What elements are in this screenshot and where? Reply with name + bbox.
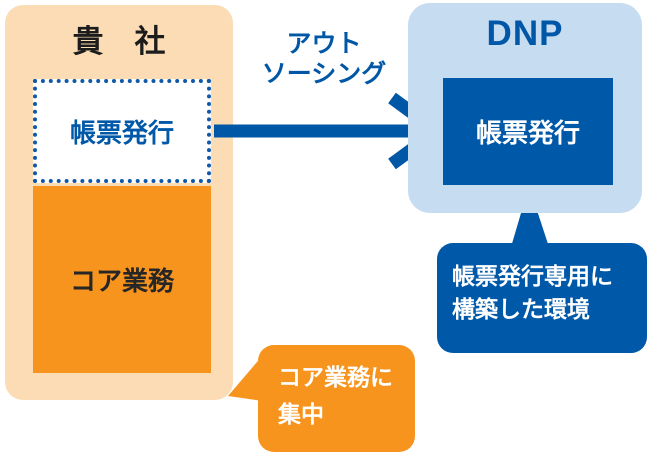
environment-callout-line2: 構築した環境: [452, 296, 590, 322]
forms-issuance-box-dnp: 帳票発行: [443, 78, 613, 185]
core-focus-callout-line2: 集中: [278, 401, 324, 427]
dnp-panel-title: DNP: [486, 14, 564, 53]
company-panel-title: 貴 社: [72, 24, 166, 59]
core-focus-callout: コア業務に 集中: [258, 345, 415, 452]
outsourcing-label-line1: アウト: [286, 30, 362, 58]
outsourcing-label-line2: ソーシング: [261, 59, 387, 88]
forms-issuance-box-company: 帳票発行: [33, 79, 211, 183]
environment-callout: 帳票発行専用に 構築した環境: [437, 243, 647, 353]
forms-issuance-label-company: 帳票発行: [69, 117, 174, 148]
outsourcing-label: アウト ソーシング: [233, 30, 415, 89]
forms-issuance-label-dnp: 帳票発行: [475, 118, 580, 148]
core-focus-callout-line1: コア業務に: [278, 364, 393, 390]
core-business-box: コア業務: [33, 186, 211, 373]
core-business-label: コア業務: [69, 266, 174, 296]
environment-callout-line1: 帳票発行専用に: [452, 263, 613, 289]
